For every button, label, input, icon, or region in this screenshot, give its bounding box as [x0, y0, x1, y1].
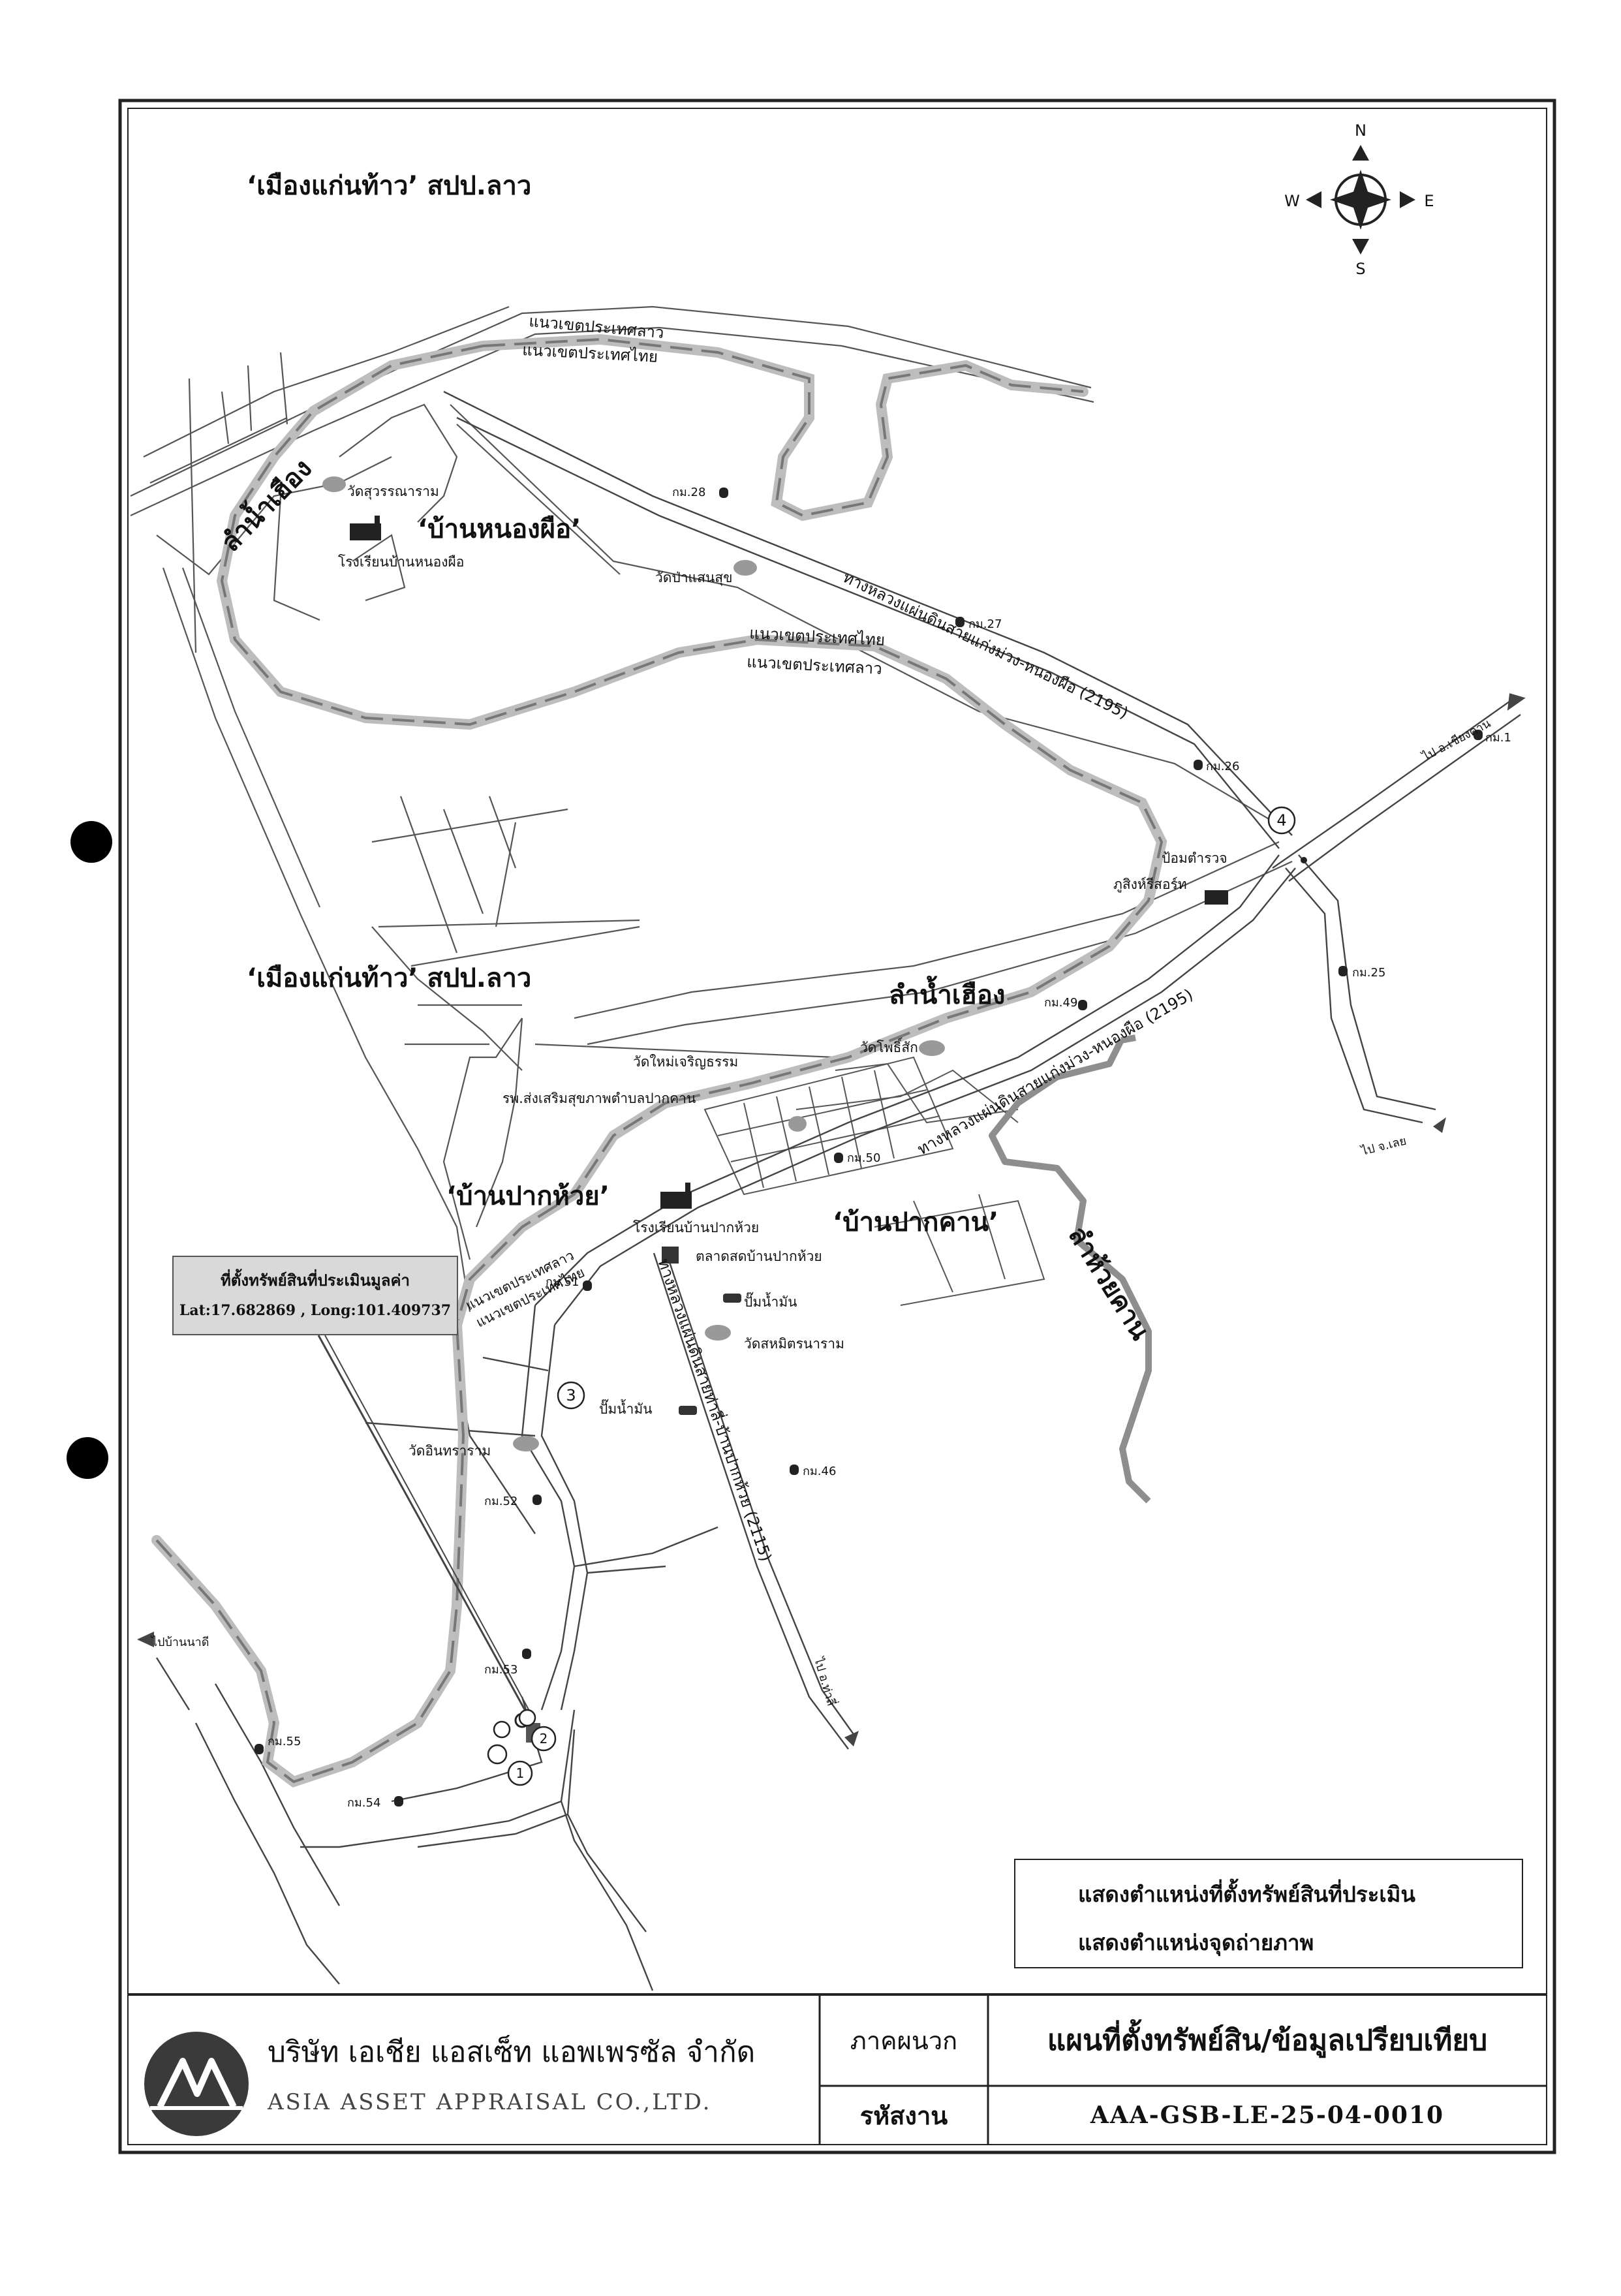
company-name-thai: บริษัท เอเชีย แอสเซ็ท แอพเพรซัล จำกัด: [268, 2036, 756, 2069]
poi-hospital: รพ.ส่งเสริมสุขภาพตำบลปากคาน: [502, 1091, 696, 1107]
poi-wat-phosak: วัดโพธิ์สัก: [860, 1037, 918, 1055]
poi-wat-inthara: วัดอินทราราม: [409, 1443, 491, 1459]
callout-coordinates: Lat:17.682869 , Long:101.409737: [179, 1302, 452, 1319]
punch-hole-top: [70, 821, 112, 863]
callout-title: ที่ตั้งทรัพย์สินที่ประเมินมูลค่า: [220, 1271, 410, 1290]
direction-label-loei: ไป จ.เลย: [1359, 1134, 1408, 1159]
street-grid-north: [130, 305, 1286, 1312]
km-label-28: กม.28: [672, 486, 705, 499]
poi-resort: ภูสิงห์รีสอร์ท: [1113, 877, 1187, 893]
photo-point-label-1: 1: [516, 1765, 525, 1781]
poi-school-nongphue: โรงเรียนบ้านหนองผือ: [338, 554, 464, 570]
photo-point-label-4: 4: [1276, 811, 1286, 830]
village-label-pakhuai: ‘บ้านปากห้วย’: [446, 1181, 610, 1211]
compass-rose: [1306, 145, 1415, 255]
direction-label-bannadee: ไปบ้านนาดี: [150, 1635, 209, 1649]
poi-wat-suwan: วัดสุวรรณาราม: [347, 484, 439, 500]
legend-property: แสดงตำแหน่งที่ตั้งทรัพย์สินที่ประเมิน: [1078, 1882, 1415, 1907]
photo-point-label-2: 2: [540, 1731, 548, 1746]
compass-label-w: W: [1284, 192, 1300, 210]
village-label-nongphue: ‘บ้านหนองผือ’: [418, 514, 581, 544]
region-label-middle: ‘เมืองแก่นท้าว’ สปป.ลาว: [247, 963, 531, 993]
huai-kan-stream: [989, 1034, 1152, 1504]
km-label-1: กม.1: [1485, 731, 1511, 745]
company-logo: [144, 2032, 249, 2136]
km-label-46: กม.46: [803, 1465, 836, 1478]
photo-point-circles: [487, 806, 1296, 1786]
village-label-pakkan: ‘บ้านปากคาน’: [833, 1207, 998, 1237]
km-label-52: กม.52: [484, 1495, 517, 1508]
direction-label-thali: ไป อ.ท่าลี่: [811, 1654, 841, 1707]
border-label-laos-mid: แนวเขตประเทศลาว: [747, 653, 883, 678]
property-marker: [317, 1335, 540, 1743]
road-direction-arrows: [137, 693, 1526, 1746]
job-code-label: รหัสงาน: [859, 2101, 948, 2130]
compass-label-e: E: [1424, 192, 1434, 210]
legend-photo-point: แสดงตำแหน่งจุดถ่ายภาพ: [1078, 1930, 1314, 1955]
appendix-title: แผนที่ตั้งทรัพย์สิน/ข้อมูลเปรียบเทียบ: [1047, 2024, 1488, 2057]
pakkan-village-blocks: [703, 1056, 1045, 1306]
map-text-labels: ‘เมืองแก่นท้าว’ สปป.ลาว ‘เมืองแก่นท้าว’ …: [150, 121, 1511, 1810]
river-label-middle: ลำน้ำเฮือง: [889, 976, 1005, 1010]
compass-label-n: N: [1355, 121, 1366, 140]
km-label-26: กม.26: [1206, 760, 1239, 773]
stream-label: ลำห้วยคาน: [1062, 1221, 1156, 1345]
street-grid-middle: [371, 796, 1293, 1260]
map-frame-inner: [127, 108, 1547, 2145]
property-location-callout: ที่ตั้งทรัพย์สินที่ประเมินมูลค่า Lat:17.…: [172, 1256, 458, 1335]
km-label-27: กม.27: [968, 617, 1002, 631]
compass-label-s: S: [1355, 260, 1365, 278]
region-label-top: ‘เมืองแก่นท้าว’ สปป.ลาว: [247, 171, 531, 201]
appendix-label: ภาคผนวก: [850, 2026, 958, 2055]
punch-hole-bottom: [67, 1437, 108, 1479]
map-legend: แสดงตำแหน่งที่ตั้งทรัพย์สินที่ประเมิน แส…: [1014, 1859, 1523, 1968]
km-label-55: กม.55: [268, 1735, 301, 1748]
km-label-54: กม.54: [347, 1796, 380, 1810]
km-label-53: กม.53: [484, 1663, 517, 1677]
direction-label-chiangkhan: ไป อ.เชียงคาน: [1419, 716, 1493, 764]
km-label-51: กม.51: [546, 1275, 579, 1289]
poi-wat-mai: วัดใหม่เจริญธรรม: [633, 1054, 738, 1070]
poi-market: ตลาดสดบ้านปากห้วย: [696, 1249, 822, 1264]
poi-gas-station-1: ปั๊มน้ำมัน: [744, 1292, 797, 1310]
poi-police: ป้อมตำรวจ: [1162, 850, 1227, 866]
km-label-50: กม.50: [847, 1151, 880, 1165]
photo-point-label-3: 3: [566, 1386, 576, 1404]
poi-wat-pasansuk: วัดป่าแสนสุข: [655, 570, 732, 586]
km-label-25: กม.25: [1352, 966, 1385, 980]
map-frame-outer: [118, 99, 1556, 2154]
poi-gas-station-2: ปั๊มน้ำมัน: [599, 1399, 653, 1417]
km-label-49: กม.49: [1044, 996, 1077, 1010]
poi-wat-samit: วัดสหมิตรนาราม: [744, 1336, 844, 1352]
company-name-english: ASIA ASSET APPRAISAL CO.,LTD.: [268, 2089, 712, 2115]
poi-school-pakhuai: โรงเรียนบ้านปากห้วย: [633, 1220, 759, 1235]
landmark-symbols: [322, 476, 1307, 1451]
hueang-river-border: [151, 334, 1167, 1788]
footer-grid: [818, 1994, 1547, 2145]
km-marker-symbols: [255, 488, 1483, 1807]
job-code-value: AAA-GSB-LE-25-04-0010: [1090, 2102, 1445, 2129]
